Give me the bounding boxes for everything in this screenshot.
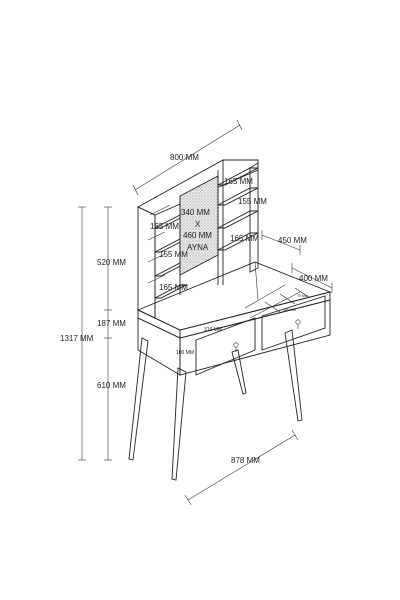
leg-back-right — [231, 349, 247, 395]
label-depth-upper: 450 MM — [278, 236, 307, 245]
mirror-panel — [179, 175, 219, 276]
dim-width-top — [132, 119, 243, 196]
mirror-label-line2: X — [195, 220, 201, 229]
label-height-drawer: 187 MM — [97, 319, 126, 328]
label-depth-table: 400 MM — [299, 274, 328, 283]
dim-depth-table — [291, 263, 333, 293]
dim-depth-upper — [261, 230, 301, 255]
hutch — [137, 159, 259, 319]
label-drawer-height: 100 MM — [176, 350, 194, 356]
table-body — [136, 261, 332, 376]
dim-width-bottom — [184, 429, 299, 506]
drawer-left — [195, 317, 256, 376]
dim-height-total — [78, 206, 86, 461]
drawer-right-knob — [295, 319, 301, 325]
dim-height-segments — [104, 206, 112, 461]
leg-front-left — [171, 367, 187, 481]
drawer-right — [261, 295, 326, 351]
mirror-label-line3: 460 MM — [183, 231, 212, 240]
label-shelf-165-a: 165 MM — [224, 177, 253, 186]
label-drawer-inner: 180 MM — [283, 308, 296, 312]
label-drawer-inner-b: 70 MM — [297, 294, 308, 298]
mirror-label-line1: 340 MM — [181, 208, 210, 217]
label-width-bottom: 878 MM — [231, 456, 260, 465]
label-drawer-width: 316 MM — [204, 327, 222, 333]
label-height-total: 1317 MM — [60, 334, 94, 343]
legs — [128, 329, 303, 481]
label-width-top: 800 MM — [170, 153, 199, 162]
drawer-left-knob — [233, 342, 239, 348]
label-height-legs: 610 MM — [97, 381, 126, 390]
label-height-upper: 520 MM — [97, 258, 126, 267]
label-shelf-165-left: 165 MM — [150, 222, 179, 231]
mirror-label-line4: AYNA — [187, 243, 209, 252]
label-shelf-165-b: 165 MM — [230, 234, 259, 243]
label-shelf-165-left-b: 165 MM — [159, 283, 188, 292]
label-shelf-155-a: 155 MM — [238, 197, 267, 206]
leg-front-right — [284, 329, 303, 422]
leg-back-left — [128, 337, 149, 461]
label-shelf-155-left: 155 MM — [159, 250, 188, 259]
